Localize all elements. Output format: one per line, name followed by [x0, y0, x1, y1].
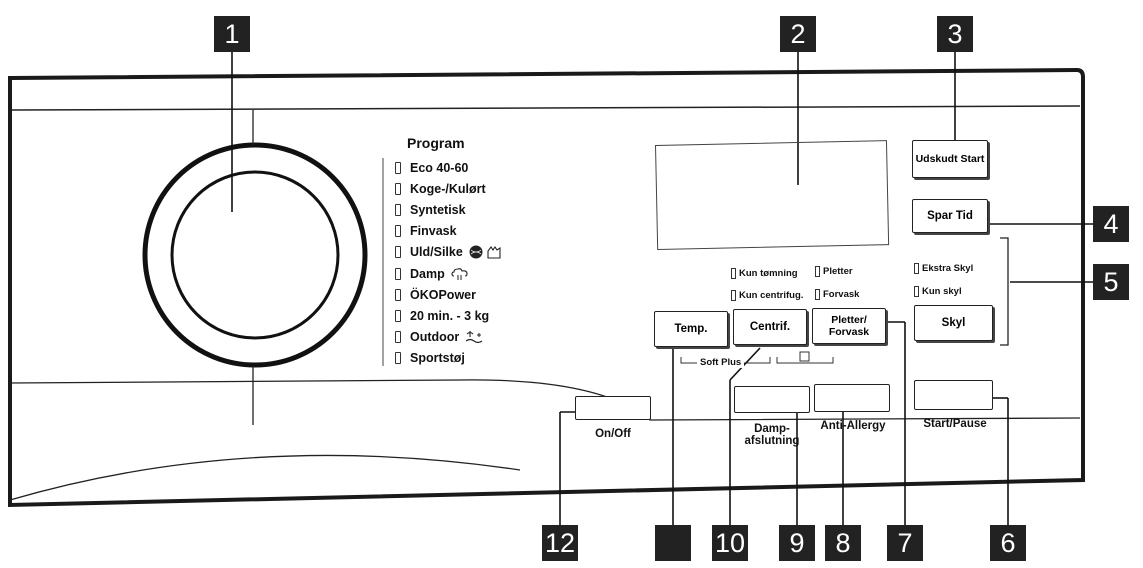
program-item-koge[interactable]: Koge-/Kulørt [395, 178, 501, 199]
steam-finish-button[interactable] [734, 386, 810, 413]
bracket-5 [1000, 237, 1009, 346]
option-pletter: Pletter [815, 266, 853, 277]
soft-plus-label: Soft Plus [697, 357, 745, 368]
program-item-syntetisk[interactable]: Syntetisk [395, 199, 501, 220]
wool-ball-icon [469, 245, 483, 259]
callout-2: 2 [780, 16, 816, 52]
program-item-sportstoj[interactable]: Sportstøj [395, 348, 501, 369]
option-kun-tomning: Kun tømning [731, 268, 798, 279]
option-led-icon [731, 268, 736, 279]
callout-blank [655, 525, 691, 561]
program-led-icon [395, 182, 401, 195]
option-ekstra-skyl: Ekstra Skyl [914, 263, 973, 274]
on-off-button[interactable] [575, 396, 651, 420]
program-led-icon [395, 225, 401, 238]
option-led-icon [914, 286, 919, 297]
program-dial-inner [170, 170, 340, 340]
program-list: Eco 40-60 Koge-/Kulørt Syntetisk Finvask… [395, 157, 501, 369]
anti-allergy-label: Anti-Allergy [820, 420, 886, 432]
option-kun-centrifug: Kun centrifug. [731, 290, 803, 301]
callout-12: 12 [542, 525, 578, 561]
program-item-damp[interactable]: Damp [395, 263, 501, 284]
program-led-icon [395, 352, 401, 365]
option-led-icon [914, 263, 919, 274]
option-kun-skyl: Kun skyl [914, 286, 962, 297]
program-led-icon [395, 309, 401, 322]
callout-10: 10 [712, 525, 748, 561]
panel-top-edge [11, 105, 1081, 111]
option-forvask: Forvask [815, 289, 859, 300]
option-led-icon [815, 266, 820, 277]
steam-cloud-icon [451, 267, 468, 280]
callout-7: 7 [887, 525, 923, 561]
program-item-eco[interactable]: Eco 40-60 [395, 157, 501, 178]
lcd-display [655, 140, 890, 250]
program-led-icon [395, 288, 401, 301]
program-title: Program [407, 135, 465, 151]
program-led-icon [395, 246, 401, 259]
temperature-button[interactable]: Temp. [654, 311, 728, 347]
rinse-button[interactable]: Skyl [914, 305, 993, 341]
option-led-icon [815, 289, 820, 300]
outdoor-icon [465, 331, 483, 344]
callout-3: 3 [937, 16, 973, 52]
delayed-start-button[interactable]: Udskudt Start [912, 140, 988, 178]
steam-finish-label: Damp- afslutning [744, 423, 800, 447]
program-dial-outer [142, 142, 368, 368]
on-off-label: On/Off [595, 428, 631, 440]
option-led-icon [731, 290, 736, 301]
program-item-uld-silke[interactable]: Uld/Silke [395, 242, 501, 263]
drum-icon-small [799, 351, 810, 362]
program-led-icon [395, 267, 401, 280]
callout-8: 8 [825, 525, 861, 561]
time-save-button[interactable]: Spar Tid [912, 199, 988, 233]
program-item-finvask[interactable]: Finvask [395, 221, 501, 242]
start-pause-button[interactable] [914, 380, 993, 410]
program-item-okopower[interactable]: ÖKOPower [395, 284, 501, 305]
program-led-icon [395, 203, 401, 216]
program-led-icon [395, 161, 401, 174]
icon-bracket [776, 357, 834, 364]
program-led-icon [395, 331, 401, 344]
panel-body [8, 67, 1085, 508]
stain-prewash-button[interactable]: Pletter/ Forvask [812, 308, 886, 344]
panel-tray-curve [9, 454, 521, 501]
program-item-20min[interactable]: 20 min. - 3 kg [395, 305, 501, 326]
callout-1: 1 [214, 16, 250, 52]
callout-6: 6 [990, 525, 1026, 561]
callout-4: 4 [1093, 206, 1129, 242]
callout-5: 5 [1093, 264, 1129, 300]
handwash-icon [487, 246, 501, 259]
callout-9: 9 [779, 525, 815, 561]
start-pause-label: Start/Pause [923, 418, 987, 430]
program-item-outdoor[interactable]: Outdoor [395, 327, 501, 348]
anti-allergy-button[interactable] [814, 384, 890, 412]
leader-10 [729, 347, 761, 381]
spin-button[interactable]: Centrif. [733, 309, 807, 345]
